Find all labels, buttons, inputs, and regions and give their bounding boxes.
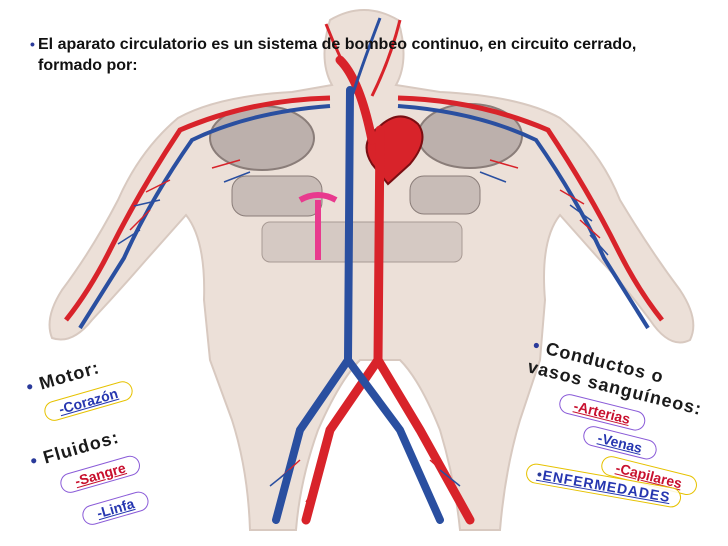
left-arm-artery: [397, 95, 664, 322]
intro-text: El aparato circulatorio es un sistema de…: [38, 36, 637, 74]
neck-vein: [350, 17, 382, 97]
body-silhouette: [48, 9, 695, 531]
right-arm-artery: [64, 95, 331, 322]
vein-branches: [117, 171, 609, 487]
neck-artery: [324, 19, 402, 97]
stomach: [409, 175, 481, 215]
intestines: [261, 221, 463, 263]
vena-cava: [272, 86, 444, 524]
left-arm-vein: [397, 104, 650, 330]
bullet-icon: •: [30, 36, 35, 52]
portal-vein: [298, 192, 338, 260]
right-arm-vein: [78, 104, 331, 330]
intro-bullet: • El aparato circulatorio es un sistema …: [30, 34, 698, 76]
capillary-branches: [129, 159, 601, 503]
